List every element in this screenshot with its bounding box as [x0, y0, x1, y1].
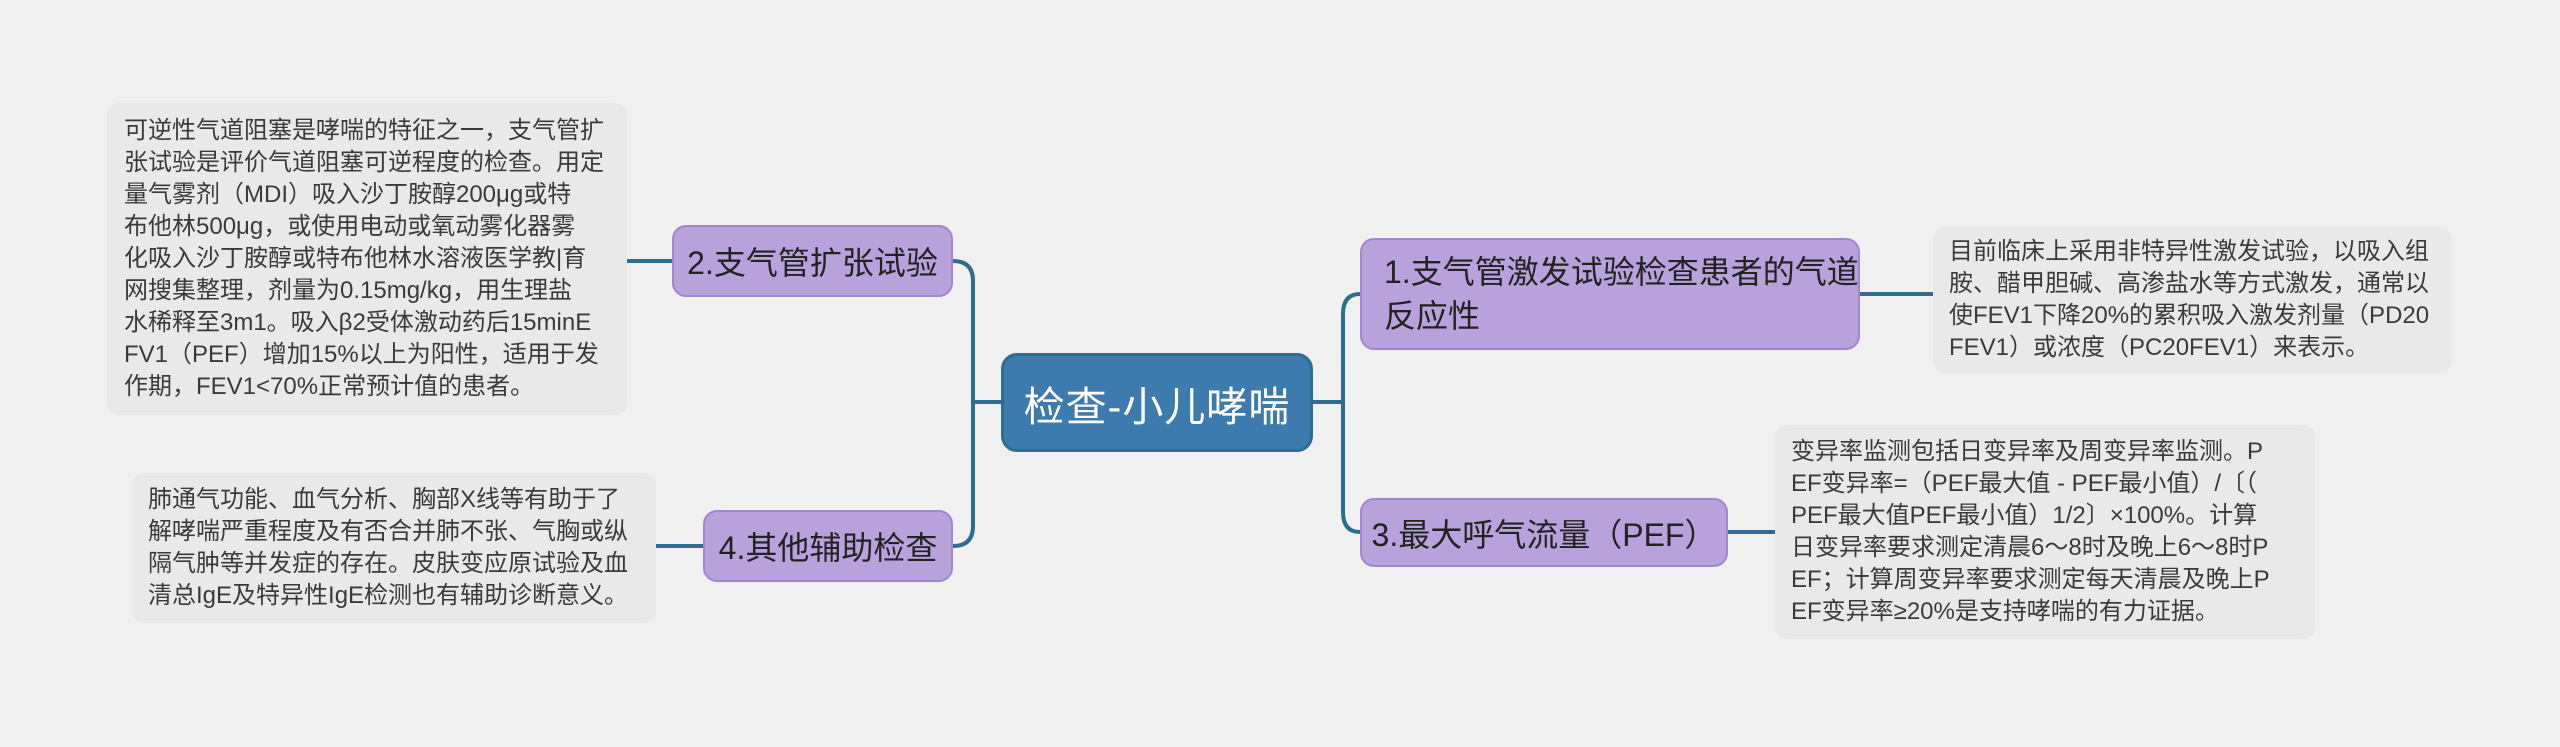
branch-node-4[interactable]: 4.其他辅助检查: [703, 510, 953, 582]
note-branch-3[interactable]: 变异率监测包括日变异率及周变异率监测。P EF变异率=（PEF最大值 - PEF…: [1775, 425, 2315, 639]
branch-node-1[interactable]: 1.支气管激发试验检查患者的气道 反应性: [1360, 238, 1860, 350]
branch-node-2[interactable]: 2.支气管扩张试验: [672, 225, 953, 297]
note-branch-1[interactable]: 目前临床上采用非特异性激发试验，以吸入组 胺、醋甲胆碱、高渗盐水等方式激发，通常…: [1933, 227, 2452, 373]
branch-node-3[interactable]: 3.最大呼气流量（PEF）: [1360, 498, 1728, 567]
root-node[interactable]: 检查-小儿哮喘: [1001, 353, 1313, 452]
connector-right-trunk: [1341, 292, 1361, 534]
note-branch-4[interactable]: 肺通气功能、血气分析、胸部X线等有助于了 解哮喘严重程度及有否合并肺不张、气胸或…: [132, 473, 656, 623]
note-branch-2[interactable]: 可逆性气道阻塞是哮喘的特征之一，支气管扩 张试验是评价气道阻塞可逆程度的检查。用…: [107, 103, 627, 415]
connector-left-trunk: [952, 259, 975, 548]
